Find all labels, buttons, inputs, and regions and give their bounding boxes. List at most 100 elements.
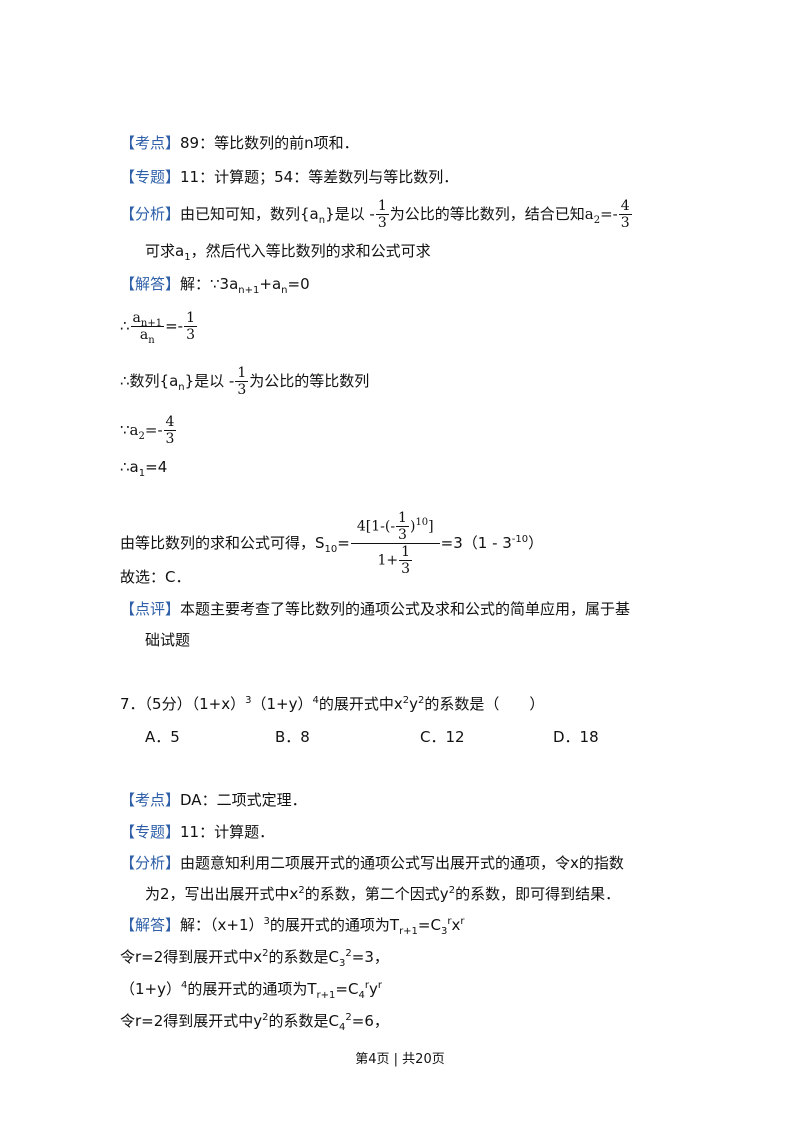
jieda2-post: x — [451, 916, 461, 934]
l3-mid: 的展开式的通项为T — [187, 980, 317, 998]
ratio-num-a: a — [132, 310, 141, 326]
seq-post: 为公比的等比数列 — [249, 372, 370, 390]
l4-pre: 令r=2得到展开式中y — [120, 1012, 263, 1030]
frac-num: 1 — [396, 510, 409, 527]
frac-den: 3 — [377, 215, 387, 231]
l3-pre: （1+y） — [120, 980, 181, 998]
kaodian-tag: 【考点】 — [120, 791, 181, 809]
sum-num-exp: 10 — [415, 516, 429, 528]
seq-pre: ∴数列{a — [120, 372, 179, 390]
fenxi2b-exp2: 2 — [448, 885, 456, 896]
jieda-line-2: 【解答】解：（x+1）3的展开式的通项为Tr+1=C3rxr — [120, 915, 465, 937]
frac-den: 3 — [237, 382, 247, 398]
ratio-num-sub: n+1 — [140, 317, 163, 329]
l2-mid: 的系数是C — [268, 948, 340, 966]
l2-sub: 3 — [339, 958, 346, 969]
jieda-pre: 解：∵3a — [180, 275, 239, 293]
seq-mid: }是以 - — [184, 372, 235, 390]
zhuanti-line-1: 【专题】11：计算题；54：等差数列与等比数列． — [120, 167, 458, 187]
sum-result: =3（1 - 3 — [440, 534, 512, 552]
kaodian-line-1: 【考点】89：等比数列的前n项和． — [120, 133, 359, 153]
a1-pre: ∴a — [120, 458, 139, 476]
a1-post: =4 — [145, 458, 168, 476]
option-c: C．12 — [420, 728, 465, 746]
a2-label: a — [584, 205, 594, 223]
seq-sub: n — [178, 382, 185, 393]
kaodian-tag: 【考点】 — [120, 134, 181, 152]
option-d: D．18 — [553, 728, 599, 746]
ratio-num: an+1 — [130, 310, 165, 329]
jieda2-exp2: r — [447, 916, 452, 927]
frac-num: 4 — [163, 414, 177, 431]
sum-eq: = — [337, 534, 350, 552]
fenxi-line-2b: 为2，写出出展开式中x2的系数，第二个因式y2的系数，即可得到结果． — [145, 884, 620, 904]
fenxi-post: 为公比的等比数列，结合已知 — [389, 205, 585, 223]
jieda2-exp3: r — [460, 916, 465, 927]
because-symbol: ∵ — [120, 421, 130, 439]
fenxi2b-post: 的系数，即可得到结果． — [455, 885, 621, 903]
l3-sub: r+1 — [316, 990, 336, 1001]
zhuanti-tag: 【专题】 — [120, 168, 181, 186]
ratio-den: an — [131, 327, 165, 345]
q7-post1: 的展开式中x — [318, 695, 403, 713]
l2-pre: 令r=2得到展开式中x — [120, 948, 263, 966]
q7-exp3: 2 — [402, 695, 410, 706]
dianping-text: 本题主要考查了等比数列的通项公式及求和公式的简单应用，属于基 — [180, 600, 631, 618]
sum-num-close: ) — [409, 518, 416, 535]
ratio-den-a: a — [139, 327, 149, 343]
a1-sub: 1 — [138, 468, 146, 479]
sum-den-pre: 1+ — [377, 552, 399, 569]
q7-post3: 的系数是（ ） — [424, 695, 545, 713]
q7-post2: y — [409, 695, 418, 713]
fenxi2-pre: 可求a — [145, 242, 185, 260]
a2-expr: a2=- — [584, 205, 618, 226]
frac-num: 1 — [184, 310, 197, 327]
a2-expr: a2=- — [130, 421, 163, 442]
l2-exp2: 2 — [345, 948, 352, 959]
ratio-eq: =- — [165, 317, 184, 335]
jieda2-sub2: 3 — [440, 926, 448, 937]
fenxi-text-2: 由题意知利用二项展开式的通项公式写出展开式的通项，令x的指数 — [180, 854, 624, 872]
frac-den: 3 — [401, 561, 411, 577]
fenxi-pre: 由已知可知，数列{a — [180, 205, 319, 223]
coef-y-line: 令r=2得到展开式中y2的系数是C42=6， — [120, 1011, 389, 1033]
frac-num: 1 — [235, 365, 249, 382]
fenxi2-sub: 1 — [184, 252, 191, 263]
a2-eq: =- — [144, 421, 163, 439]
fenxi-sub: n — [318, 215, 326, 226]
frac-num: 1 — [375, 198, 389, 215]
q7-exp4: 2 — [417, 695, 425, 706]
l4-exp2: 2 — [345, 1012, 352, 1023]
kaodian-text: 89：等比数列的前n项和． — [180, 134, 359, 152]
fenxi2-post: ，然后代入等比数列的求和公式可求 — [190, 242, 431, 260]
q7-exp1: 3 — [245, 695, 252, 706]
q7-exp2: 4 — [312, 695, 319, 706]
l3-sub2: 4 — [358, 990, 365, 1001]
frac-den: 3 — [165, 431, 175, 447]
jieda-sub2: n — [281, 285, 288, 296]
zhuanti-text: 11：计算题；54：等差数列与等比数列． — [180, 168, 459, 186]
fenxi-mid: }是以 - — [325, 205, 375, 223]
dianping-tag: 【点评】 — [120, 600, 181, 618]
l3-exp: 4 — [181, 980, 188, 991]
zhuanti-tag: 【专题】 — [120, 823, 181, 841]
dianping-line2: 础试题 — [145, 631, 191, 649]
answer-text: 故选：C． — [120, 568, 191, 586]
answer-line: 故选：C． — [120, 567, 190, 587]
a2-sub: 2 — [593, 215, 601, 226]
l4-exp: 2 — [262, 1012, 269, 1023]
frac-den: 3 — [186, 327, 195, 343]
zhuanti-line-2: 【专题】11：计算题． — [120, 822, 274, 842]
jieda2-exp: 3 — [263, 916, 270, 927]
kaodian-line-2: 【考点】DA：二项式定理． — [120, 790, 307, 810]
l4-sub: 4 — [339, 1022, 346, 1033]
